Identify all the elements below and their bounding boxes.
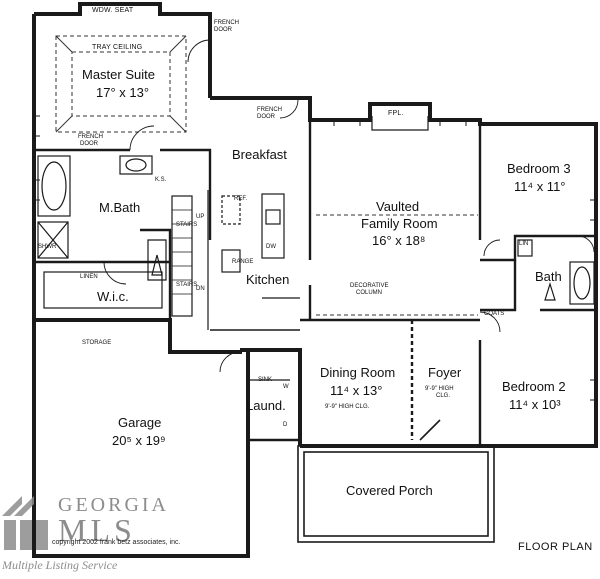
door-label-3: DOOR [80, 141, 98, 147]
stairs-label-2: STAIRS [176, 282, 198, 288]
garage-name: Garage [118, 415, 162, 430]
tray-ceiling-label: TRAY CEILING [92, 44, 143, 51]
bath-name: Bath [535, 269, 562, 284]
watermark-tagline: Multiple Listing Service [2, 558, 118, 572]
family-room-dims: 16° x 18⁸ [372, 233, 426, 248]
interior-walls [34, 120, 596, 446]
door-label-1: DOOR [214, 27, 232, 33]
family-room-name-1: Vaulted [376, 199, 420, 214]
bath-fixtures [37, 155, 595, 309]
bedroom3-name: Bedroom 3 [507, 161, 571, 176]
dining-ceiling-note: 9'-9" HIGH CLG. [325, 404, 370, 410]
tray-ceiling-outline [55, 35, 478, 316]
dryer-label: D [283, 422, 288, 428]
family-room-name-2: Family Room [361, 216, 438, 231]
dishwasher-label: DW [266, 244, 276, 250]
mbath-name: M.Bath [99, 200, 141, 215]
french-door-label-2: FRENCH [257, 107, 282, 113]
bedroom2-dims: 11⁴ x 10³ [509, 397, 561, 412]
washer-label: W [283, 384, 289, 390]
bedroom2-name: Bedroom 2 [502, 379, 566, 394]
kitchen-name: Kitchen [246, 272, 290, 287]
dn-label: DN [196, 286, 205, 292]
sink-label: SINK [258, 377, 273, 383]
porch-name: Covered Porch [346, 483, 433, 498]
storage-label: STORAGE [82, 340, 112, 346]
lin-label: LIN [519, 241, 529, 247]
laundry-name: Laund. [246, 398, 286, 413]
plan-title: FLOOR PLAN [518, 541, 593, 553]
master-suite-name: Master Suite [82, 67, 155, 82]
foyer-note-2: CLG. [436, 393, 451, 399]
decorative-label: DECORATIVE [350, 283, 389, 289]
linen-label: LINEN [80, 274, 98, 280]
watermark-logo: GEORGIA MLS Multiple Listing Service [0, 486, 175, 574]
watermark-emblem [2, 496, 48, 550]
foyer-note-1: 9'-9" HIGH [425, 386, 454, 392]
french-door-label-1: FRENCH [214, 20, 239, 26]
fireplace-label: FPL. [388, 110, 404, 117]
shower-label: SHWR [38, 244, 57, 250]
door-swings [103, 39, 595, 373]
dining-dims: 11⁴ x 13° [330, 383, 383, 398]
watermark-line1: GEORGIA [58, 494, 169, 516]
stairs-label-1: STAIRS [176, 222, 198, 228]
range-label: RANGE [232, 259, 254, 265]
door-label-2: DOOR [257, 114, 275, 120]
window-seat-label: WDW. SEAT [92, 7, 134, 14]
porch-outline [297, 419, 495, 543]
bedroom3-dims: 11⁴ x 11° [514, 179, 566, 194]
watermark-line2: MLS [58, 512, 136, 548]
up-label: UP [196, 214, 205, 220]
kitchen-and-stairs [171, 190, 300, 330]
copyright-notice: copyright 2002 frank betz associates, in… [52, 539, 181, 546]
ref-label: REF. [234, 196, 248, 202]
french-door-label-3: FRENCH [78, 134, 103, 140]
breakfast-name: Breakfast [232, 147, 287, 162]
master-suite-dims: 17° x 13° [96, 85, 150, 100]
fireplace-symbol [371, 116, 429, 131]
ks-label: K.S. [155, 177, 167, 183]
column-label: COLUMN [356, 290, 383, 296]
dining-name: Dining Room [320, 365, 396, 380]
windows [34, 115, 596, 401]
garage-dims: 20⁵ x 19⁹ [112, 433, 166, 448]
coats-label: COATS [484, 311, 505, 317]
wic-name: W.i.c. [97, 289, 129, 304]
foyer-name: Foyer [428, 365, 462, 380]
